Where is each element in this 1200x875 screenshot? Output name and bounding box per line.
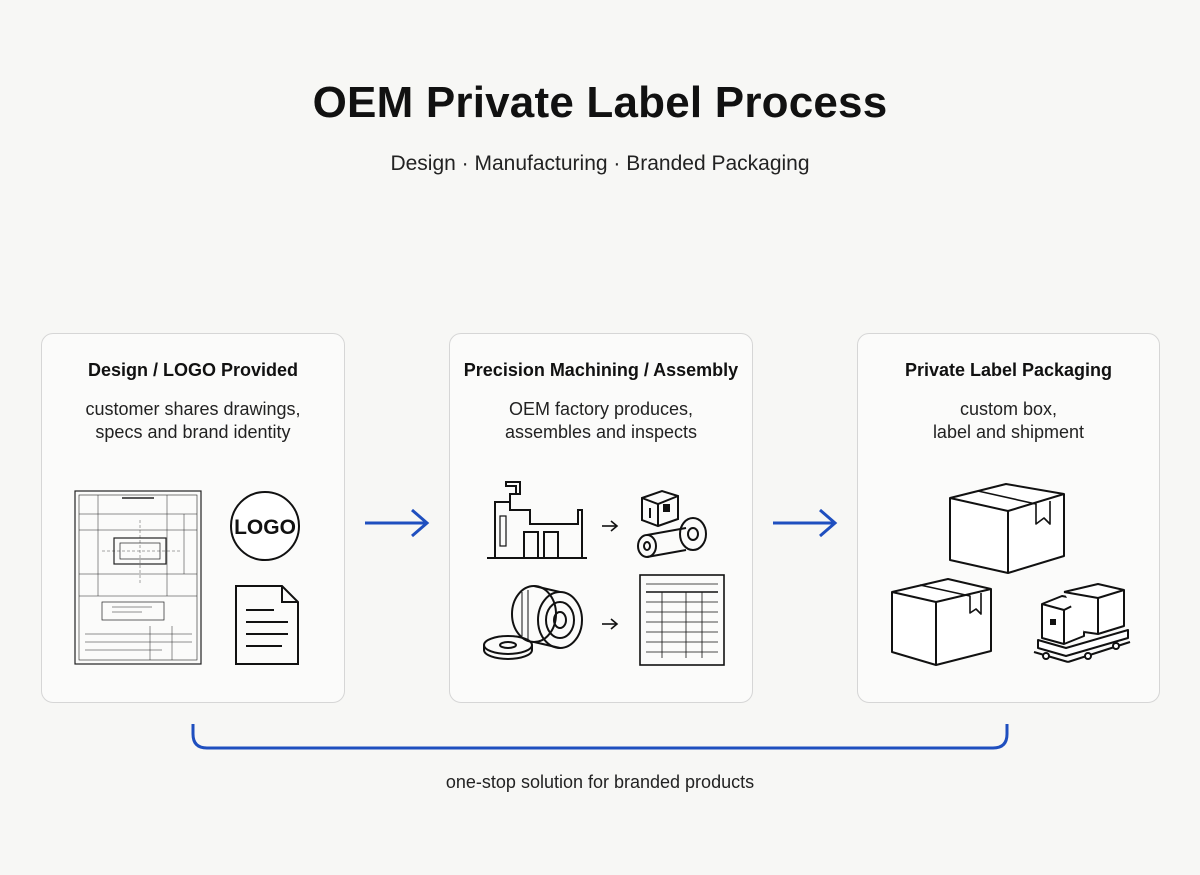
step-title: Design / LOGO Provided [87,360,299,380]
step-description-line: OEM factory produces, [508,399,694,419]
step-card-packaging: Private Label Packaging custom box, labe… [857,333,1160,703]
step-description-line: customer shares drawings, [85,399,301,419]
inspection-sheet-icon [639,574,725,666]
step-card-manufacturing: Precision Machining / Assembly OEM facto… [449,333,753,703]
step-description-line: label and shipment [932,422,1085,442]
blueprint-icon [74,490,202,665]
design-illustration: LOGO [74,490,300,665]
bracket-connector [191,724,1009,750]
spool-icon [483,585,583,660]
step-description-line: assembles and inspects [504,422,698,442]
step-title: Precision Machining / Assembly [463,360,739,380]
document-icon [235,585,299,665]
arrow-right-icon [365,508,430,538]
page-subtitle: Design · Manufacturing · Branded Packagi… [390,152,810,175]
factory-icon [487,481,587,559]
logo-icon [230,491,300,561]
step-description-line: custom box, [959,399,1058,419]
arrow-right-icon [602,618,619,630]
page-title: OEM Private Label Process [312,78,888,127]
step-title: Private Label Packaging [904,360,1113,380]
machined-part-icon [637,489,707,558]
step-description-line: specs and brand identity [95,422,291,442]
manufacturing-illustration [483,481,725,666]
step-description: OEM factory produces, assembles and insp… [470,398,732,444]
step-description: custom box, label and shipment [878,398,1139,444]
box-icon [949,483,1065,574]
step-description: customer shares drawings, specs and bran… [62,398,324,444]
step-card-design: Design / LOGO Provided customer shares d… [41,333,345,703]
logo-text: LOGO [234,516,296,539]
arrow-right-icon [602,520,619,532]
pallet-icon [1033,583,1131,663]
packaging-illustration [891,483,1131,666]
footer-caption: one-stop solution for branded products [445,772,755,792]
box-icon [891,578,992,666]
arrow-right-icon [773,508,838,538]
